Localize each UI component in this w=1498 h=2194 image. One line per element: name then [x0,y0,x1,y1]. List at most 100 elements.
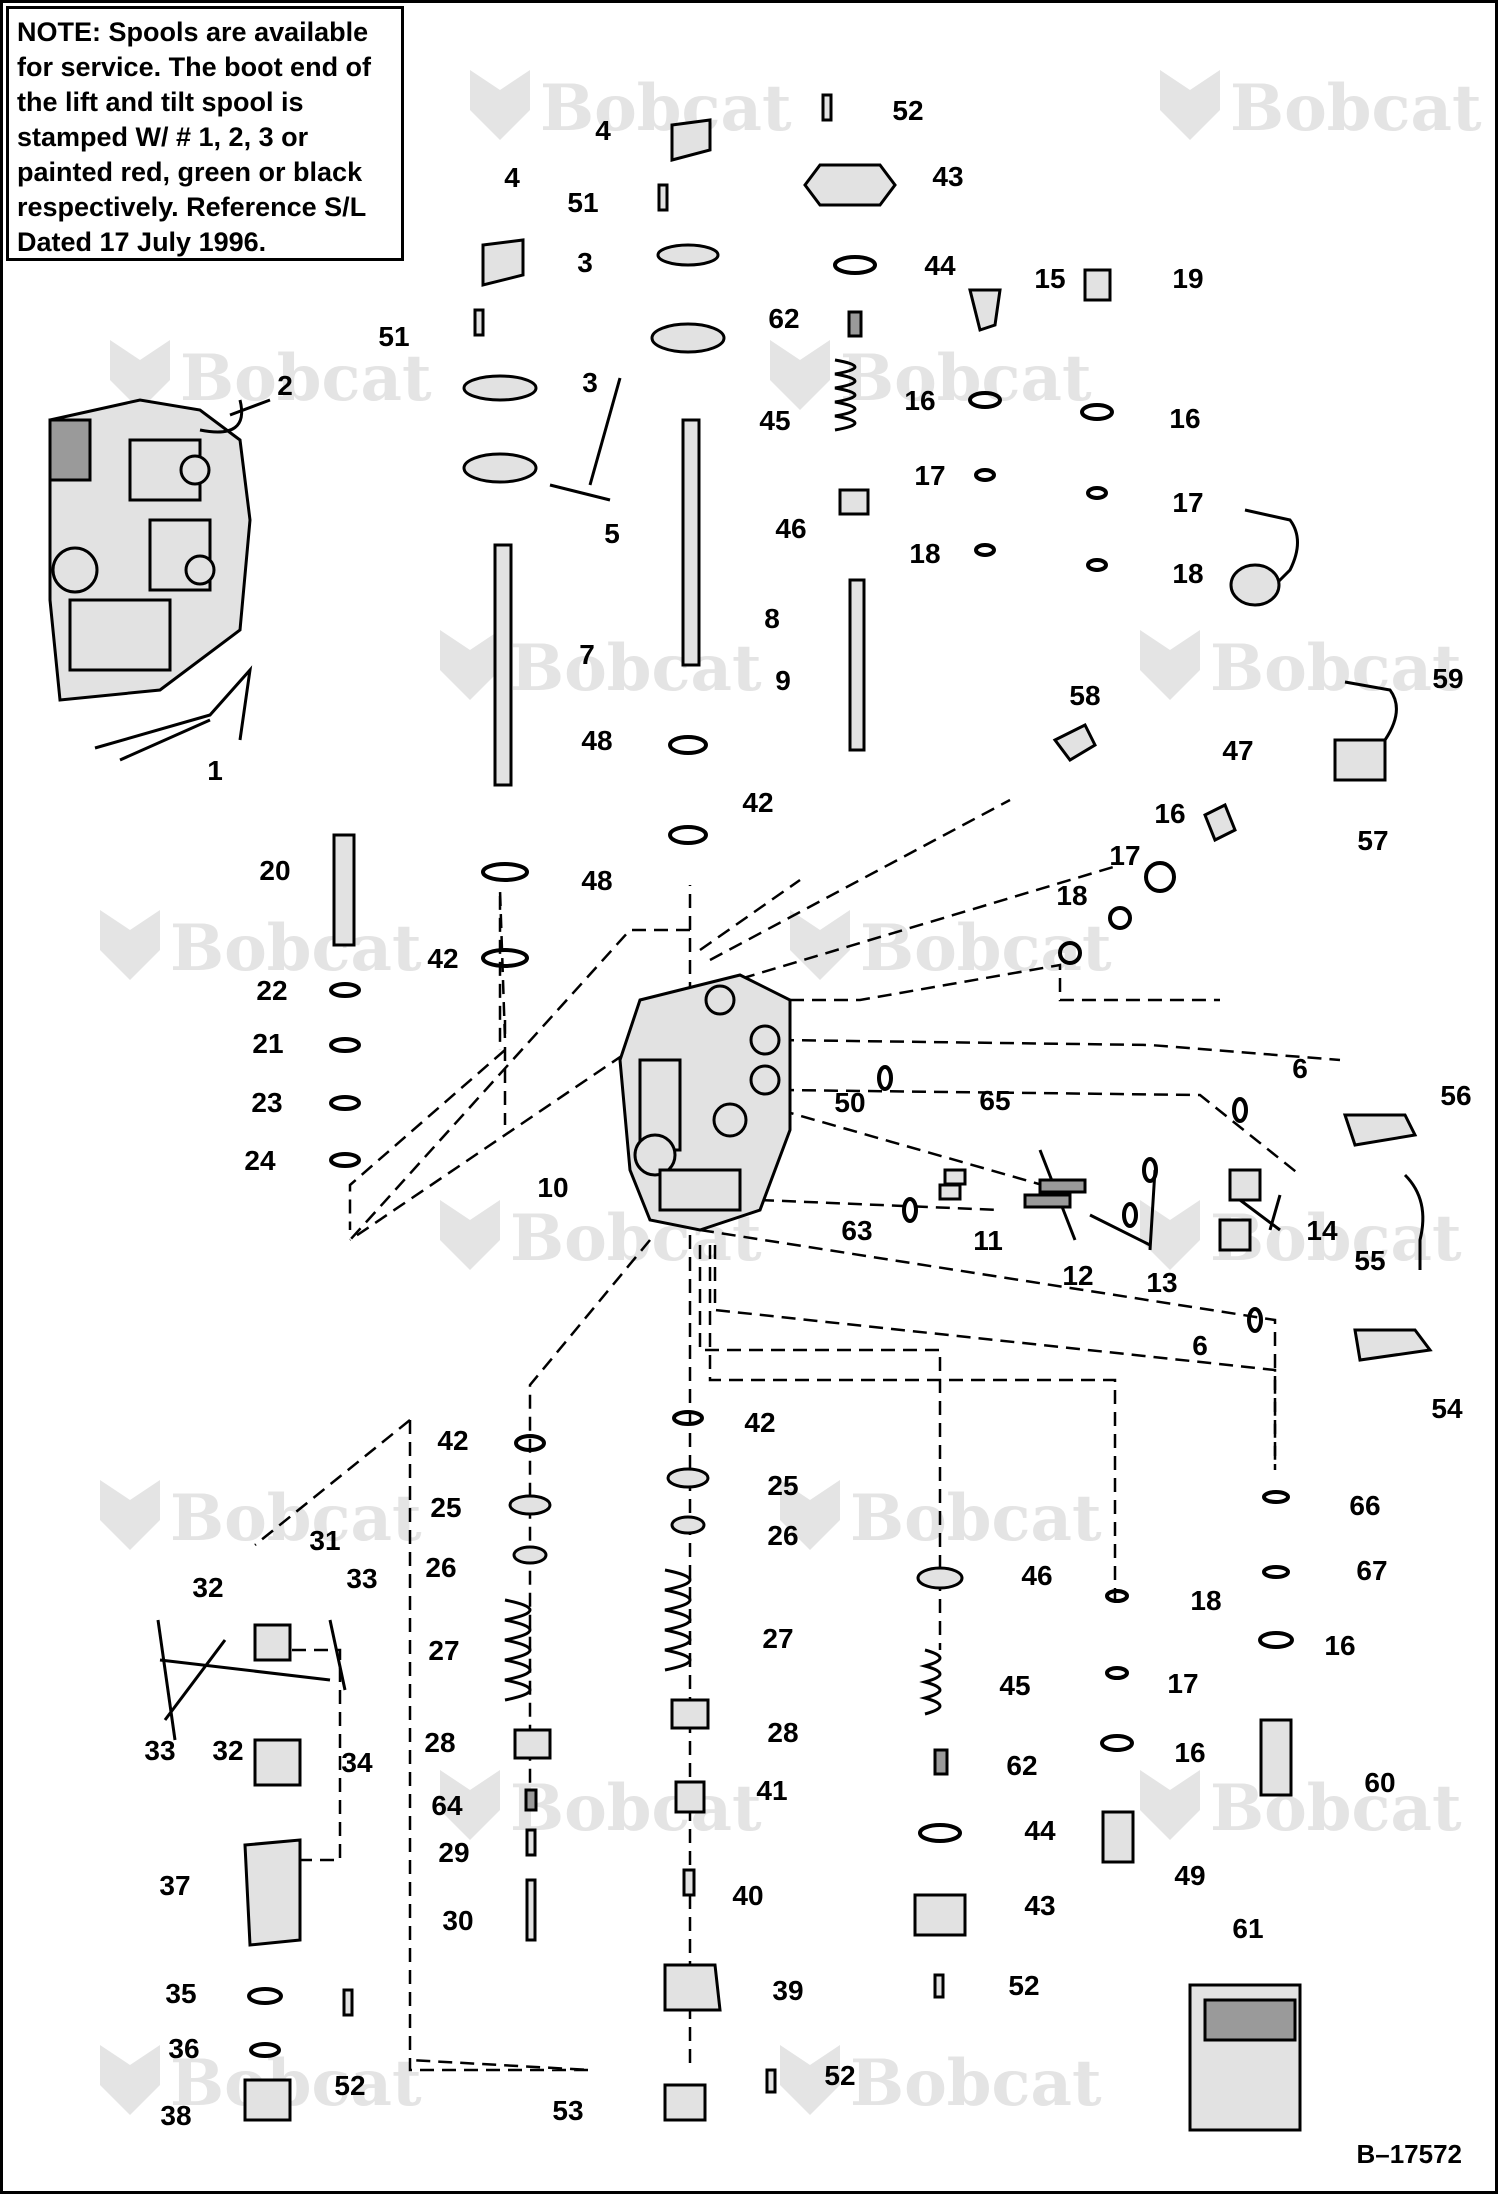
callout-8: 8 [764,603,780,634]
watermark-text: Bobcat [860,911,1112,986]
callout-55: 55 [1354,1245,1385,1276]
watermark-text: Bobcat [180,341,432,416]
callout-13: 13 [1146,1267,1177,1298]
callout-45: 45 [759,405,790,436]
callout-53: 53 [552,2095,583,2126]
callout-52: 52 [824,2060,855,2091]
watermark-text: Bobcat [540,71,792,146]
callout-27: 27 [428,1635,459,1666]
callout-2: 2 [277,370,293,401]
callout-30: 30 [442,1905,473,1936]
callout-37: 37 [159,1870,190,1901]
callout-10: 10 [537,1172,568,1203]
callout-36: 36 [168,2033,199,2064]
callout-45: 45 [999,1670,1030,1701]
service-note: NOTE: Spools are available for service. … [6,6,404,261]
watermark-text: Bobcat [510,1771,762,1846]
callout-44: 44 [924,250,956,281]
watermark-cat-icon [1160,70,1220,140]
watermark-text: Bobcat [170,2046,422,2121]
watermark-text: Bobcat [1230,71,1482,146]
callout-27: 27 [762,1623,793,1654]
callout-21: 21 [252,1028,283,1059]
callout-61: 61 [1232,1913,1263,1944]
callout-25: 25 [430,1492,461,1523]
dashed-assembly-lines [254,798,1341,2072]
callout-29: 29 [438,1837,469,1868]
callout-24: 24 [244,1145,276,1176]
callout-32: 32 [192,1572,223,1603]
callout-67: 67 [1356,1555,1387,1586]
callout-9: 9 [775,665,791,696]
callout-28: 28 [424,1727,455,1758]
main-valve-body [618,973,792,1232]
watermark-text: Bobcat [1210,1771,1462,1846]
callout-59: 59 [1432,663,1463,694]
callout-16: 16 [904,385,935,416]
callout-60: 60 [1364,1767,1395,1798]
watermark-text: Bobcat [850,1481,1102,1556]
callout-20: 20 [259,855,290,886]
callout-16: 16 [1154,798,1185,829]
watermark-cat-icon [100,910,160,980]
callout-52: 52 [892,95,923,126]
callout-17: 17 [1167,1668,1198,1699]
callout-40: 40 [732,1880,763,1911]
bottom-components [243,1410,1302,2132]
callout-16: 16 [1169,403,1200,434]
callout-46: 46 [1021,1560,1052,1591]
callout-33: 33 [144,1735,175,1766]
callout-34: 34 [341,1747,373,1778]
callout-26: 26 [425,1552,456,1583]
callout-26: 26 [767,1520,798,1551]
callout-17: 17 [1172,487,1203,518]
callout-38: 38 [160,2100,191,2131]
callout-22: 22 [256,975,287,1006]
watermark-cat-icon [440,630,500,700]
callout-18: 18 [1056,880,1087,911]
callout-16: 16 [1324,1630,1355,1661]
callout-31: 31 [309,1525,340,1556]
watermark-cat-icon [1140,1770,1200,1840]
callout-46: 46 [775,513,806,544]
callout-11: 11 [973,1225,1003,1256]
top-components [329,93,1398,1168]
watermark-cat-icon [770,340,830,410]
callout-43: 43 [1024,1890,1055,1921]
callout-65: 65 [979,1085,1010,1116]
callout-6: 6 [1192,1330,1208,1361]
callout-17: 17 [914,460,945,491]
watermark-cat-icon [100,1480,160,1550]
callout-3: 3 [582,367,598,398]
note-text: Spools are available for service. The bo… [17,17,372,257]
callout-48: 48 [581,865,612,896]
callout-35: 35 [165,1978,196,2009]
callout-18: 18 [909,538,940,569]
callout-6: 6 [1292,1053,1308,1084]
watermark-text: Bobcat [1210,631,1462,706]
watermark-cat-icon [440,1770,500,1840]
watermark-cat-icon [440,1200,500,1270]
callout-66: 66 [1349,1490,1380,1521]
callout-47: 47 [1222,735,1253,766]
callout-56: 56 [1440,1080,1471,1111]
callout-50: 50 [834,1087,865,1118]
callout-1: 1 [207,755,223,786]
callout-63: 63 [841,1215,872,1246]
note-heading: NOTE: [17,17,101,47]
callout-28: 28 [767,1717,798,1748]
callout-57: 57 [1357,825,1388,856]
callout-12: 12 [1062,1260,1093,1291]
callout-14: 14 [1306,1215,1338,1246]
callout-15: 15 [1034,263,1065,294]
callout-42: 42 [427,943,458,974]
callout-7: 7 [579,639,595,670]
callout-52: 52 [1008,1970,1039,2001]
watermark-cat-icon [470,70,530,140]
callout-51: 51 [378,321,409,352]
callout-4: 4 [595,115,611,146]
watermark-cat-icon [1140,630,1200,700]
watermark-text: Bobcat [510,631,762,706]
